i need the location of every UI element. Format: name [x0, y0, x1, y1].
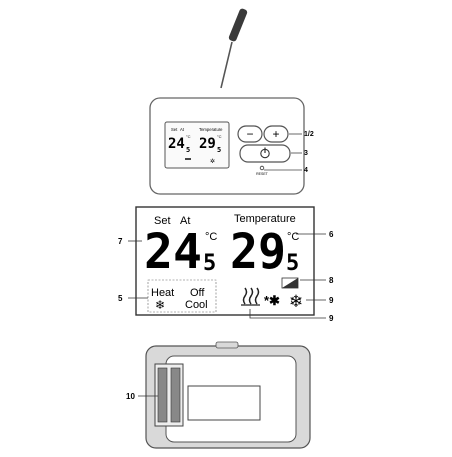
set-value-main: 24: [144, 224, 202, 280]
mode-snowflake-icon: ❄: [155, 298, 165, 312]
set-unit: °C: [205, 231, 217, 243]
at-label: At: [180, 215, 190, 227]
small-temp-unit: °C: [217, 134, 222, 139]
small-temperature-label: Temperature: [199, 127, 223, 132]
back-panel-top-tab: [215, 341, 239, 349]
small-mode-indicator: [185, 158, 191, 160]
callout-6: 6: [329, 230, 334, 239]
lcd-detail: Set At Temperature 24 5 °C 29 5 °C Heat …: [118, 206, 334, 323]
small-temp-value: 29: [199, 136, 216, 152]
battery-outline: [281, 277, 299, 289]
plus-label: +: [272, 127, 279, 141]
battery-icon: [282, 278, 298, 288]
screwdriver: [220, 8, 248, 89]
lcd-detail-frame: [135, 206, 315, 316]
callout-7: 7: [118, 237, 123, 246]
mode-box: [147, 279, 217, 313]
screwdriver-handle: [228, 8, 248, 42]
screwdriver-shaft: [220, 41, 233, 89]
callout-5: 5: [118, 294, 123, 303]
small-set-value: 24: [168, 136, 185, 152]
back-panel: 10: [126, 341, 311, 449]
plus-button[interactable]: [263, 125, 289, 143]
heat-label: Heat: [151, 287, 174, 299]
temperature-label: Temperature: [234, 213, 296, 225]
callout-9: 9: [329, 296, 334, 305]
small-temp-decimal: 5: [217, 146, 221, 154]
temp-value-main: 29: [230, 224, 286, 280]
terminal-strip-right: [170, 367, 181, 423]
off-label: Off: [190, 287, 205, 299]
temp-value-decimal: 5: [286, 251, 299, 276]
callout-10: 10: [126, 392, 135, 401]
back-panel-window: [187, 385, 261, 421]
callout-12: 1/2: [304, 131, 314, 138]
small-fan-icon: ✲: [210, 158, 215, 165]
set-label: Set: [154, 215, 171, 227]
snowflake-icon: ❄: [289, 292, 303, 311]
minus-label: −: [246, 127, 253, 141]
small-at-label: At: [180, 127, 185, 132]
thermostat-front: Set At Temperature 24 5 °C 29 5 °C ✲ − +…: [149, 97, 314, 195]
callout-line-9-lower: [249, 309, 326, 319]
small-lcd-screen: [164, 121, 230, 169]
callout-3: 3: [304, 150, 308, 157]
minus-button[interactable]: [237, 125, 263, 143]
reset-button[interactable]: [259, 165, 265, 171]
power-button[interactable]: [239, 144, 291, 163]
small-set-unit: °C: [186, 134, 191, 139]
small-set-label: Set: [171, 127, 178, 132]
cool-label: Cool: [185, 299, 208, 311]
callout-4: 4: [304, 167, 308, 174]
small-set-decimal: 5: [186, 146, 190, 154]
callout-8: 8: [329, 276, 334, 285]
set-value-decimal: 5: [203, 251, 216, 276]
callout-9-lower: 9: [329, 314, 334, 323]
temp-unit: °C: [287, 231, 299, 243]
fan-icon: *✱: [264, 293, 280, 308]
terminal-strip-left: [157, 367, 168, 423]
heating-icon: [241, 287, 260, 306]
reset-label: RESET: [256, 172, 269, 176]
